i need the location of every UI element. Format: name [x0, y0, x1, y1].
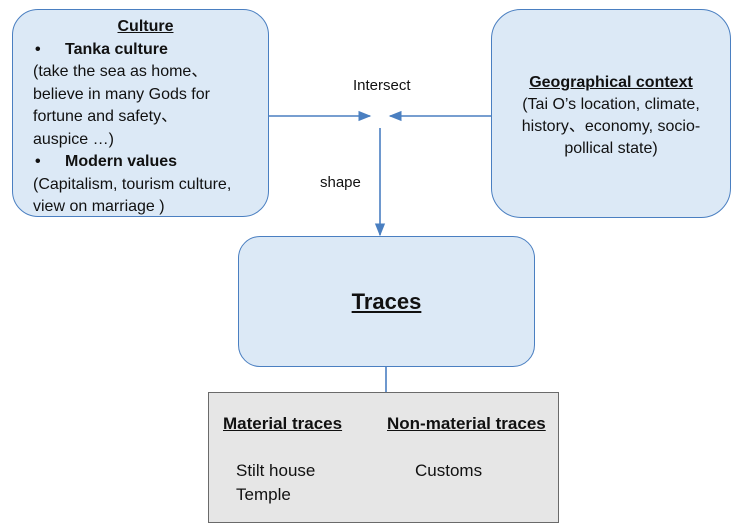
geo-line: pollical state) [564, 140, 658, 157]
modern-description: (Capitalism, tourism culture, view on ma… [33, 174, 258, 219]
modern-line: view on marriage ) [33, 198, 165, 215]
shape-label: shape [320, 174, 361, 191]
intersect-label: Intersect [353, 77, 411, 94]
bullet-dot: • [35, 153, 41, 170]
culture-bullet-tanka: • Tanka culture [33, 39, 258, 62]
list-item: Temple [236, 485, 291, 504]
traces-box: Traces [238, 236, 535, 367]
bullet-dot: • [35, 40, 41, 58]
tanka-line: fortune and safety、 [33, 108, 178, 125]
culture-bullet-modern: • Modern values [33, 151, 258, 174]
geographical-context-box: Geographical context (Tai O’s location, … [491, 9, 731, 218]
geo-line: history、economy, socio- [521, 118, 701, 135]
traces-title: Traces [351, 288, 422, 314]
list-item: Customs [415, 461, 483, 480]
tanka-heading: Tanka culture [65, 40, 168, 58]
tanka-line: (take the sea as home、 [33, 63, 208, 80]
material-traces-heading: Material traces [223, 414, 343, 433]
non-material-traces-list: Customs [415, 459, 482, 483]
material-traces-list: Stilt house Temple [236, 459, 315, 507]
modern-heading: Modern values [65, 153, 178, 170]
geo-title: Geographical context [529, 74, 693, 91]
tanka-description: (take the sea as home、 believe in many G… [33, 61, 258, 151]
modern-line: (Capitalism, tourism culture, [33, 175, 232, 193]
list-item: Stilt house [236, 461, 316, 480]
culture-title: Culture [117, 18, 174, 35]
tanka-line: believe in many Gods for [33, 85, 210, 103]
non-material-traces-heading: Non-material traces [387, 414, 546, 433]
tanka-line: auspice …) [33, 130, 114, 148]
culture-box: Culture • Tanka culture (take the sea as… [12, 9, 269, 217]
traces-categories-box: Material traces Stilt house Temple Non-m… [208, 392, 559, 523]
geo-line: (Tai O’s location, climate, [522, 96, 700, 113]
